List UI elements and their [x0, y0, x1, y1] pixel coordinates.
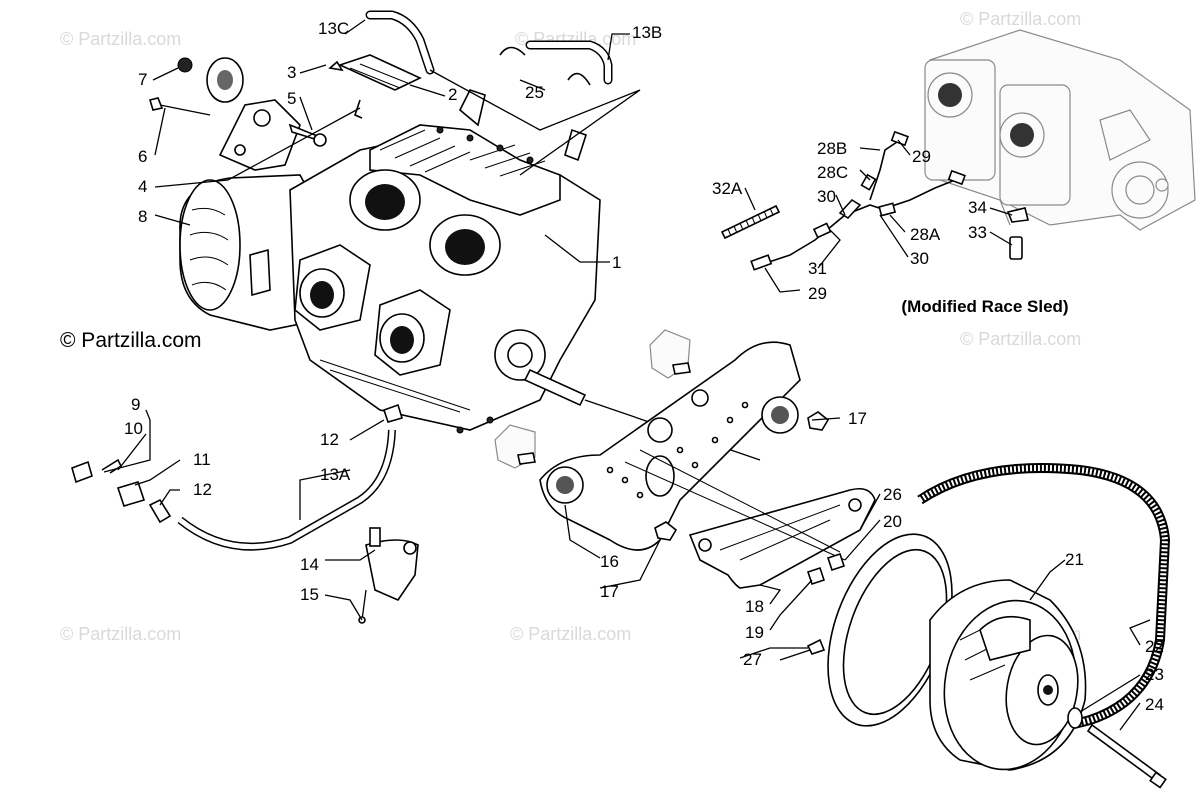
- callout-18: 18: [745, 597, 764, 616]
- hoses-13: [328, 10, 613, 119]
- callout-3: 3: [287, 63, 296, 82]
- callout-1: 1: [612, 253, 621, 272]
- callout-26: 26: [883, 485, 902, 504]
- callout-29b: 29: [808, 284, 827, 303]
- callout-22: 22: [1145, 637, 1164, 656]
- watermark-main: © Partzilla.com: [60, 329, 202, 352]
- watermark-faint: © Partzilla.com: [60, 29, 181, 49]
- watermark-faint: © Partzilla.com: [510, 624, 631, 644]
- callout-21: 21: [1065, 550, 1084, 569]
- callout-19: 19: [745, 623, 764, 642]
- callout-11: 11: [193, 450, 211, 469]
- callout-23: 23: [1145, 665, 1164, 684]
- callout-8: 8: [138, 207, 147, 226]
- callout-2: 2: [448, 85, 457, 104]
- callout-6: 6: [138, 147, 147, 166]
- plate-holes: [606, 401, 749, 499]
- race-sled-hoses: [720, 130, 1029, 271]
- callout-13b: 13B: [632, 23, 662, 42]
- callout-12a: 12: [193, 480, 212, 499]
- watermark-faint: © Partzilla.com: [60, 624, 181, 644]
- callout-7: 7: [138, 70, 147, 89]
- callout-13a: 13A: [320, 465, 351, 484]
- callout-33: 33: [968, 223, 987, 242]
- callout-29a: 29: [912, 147, 931, 166]
- callout-20: 20: [883, 512, 902, 531]
- callout-16: 16: [600, 552, 619, 571]
- callout-5: 5: [287, 89, 296, 108]
- callout-9: 9: [131, 395, 140, 414]
- diagram-caption: (Modified Race Sled): [901, 297, 1068, 316]
- callout-30a: 30: [817, 187, 836, 206]
- callout-27: 27: [743, 650, 762, 669]
- race-sled-engine-illustration: [924, 29, 1196, 231]
- callout-12b: 12: [320, 430, 339, 449]
- callout-28c: 28C: [817, 163, 848, 182]
- callout-15: 15: [300, 585, 319, 604]
- upper-mount-parts: [148, 57, 327, 171]
- callout-14: 14: [300, 555, 319, 574]
- callout-4: 4: [138, 177, 147, 196]
- drive-clutch-assembly: [779, 463, 1171, 789]
- callout-32a: 32A: [712, 179, 743, 198]
- watermark-faint: © Partzilla.com: [960, 329, 1081, 349]
- oil-line-parts: [71, 403, 419, 624]
- callout-34: 34: [968, 198, 987, 217]
- engine-mount-plates: [494, 329, 876, 589]
- callout-24: 24: [1145, 695, 1164, 714]
- leader-lines: [103, 19, 1151, 731]
- callout-17a: 17: [848, 409, 867, 428]
- callout-28b: 28B: [817, 139, 847, 158]
- callout-31: 31: [808, 259, 827, 278]
- watermark-faint: © Partzilla.com: [960, 9, 1081, 29]
- callout-25: 25: [525, 83, 544, 102]
- callout-10: 10: [124, 419, 143, 438]
- callout-30b: 30: [910, 249, 929, 268]
- callout-28a: 28A: [910, 225, 941, 244]
- callout-13c: 13C: [318, 19, 349, 38]
- callout-17b: 17: [600, 582, 619, 601]
